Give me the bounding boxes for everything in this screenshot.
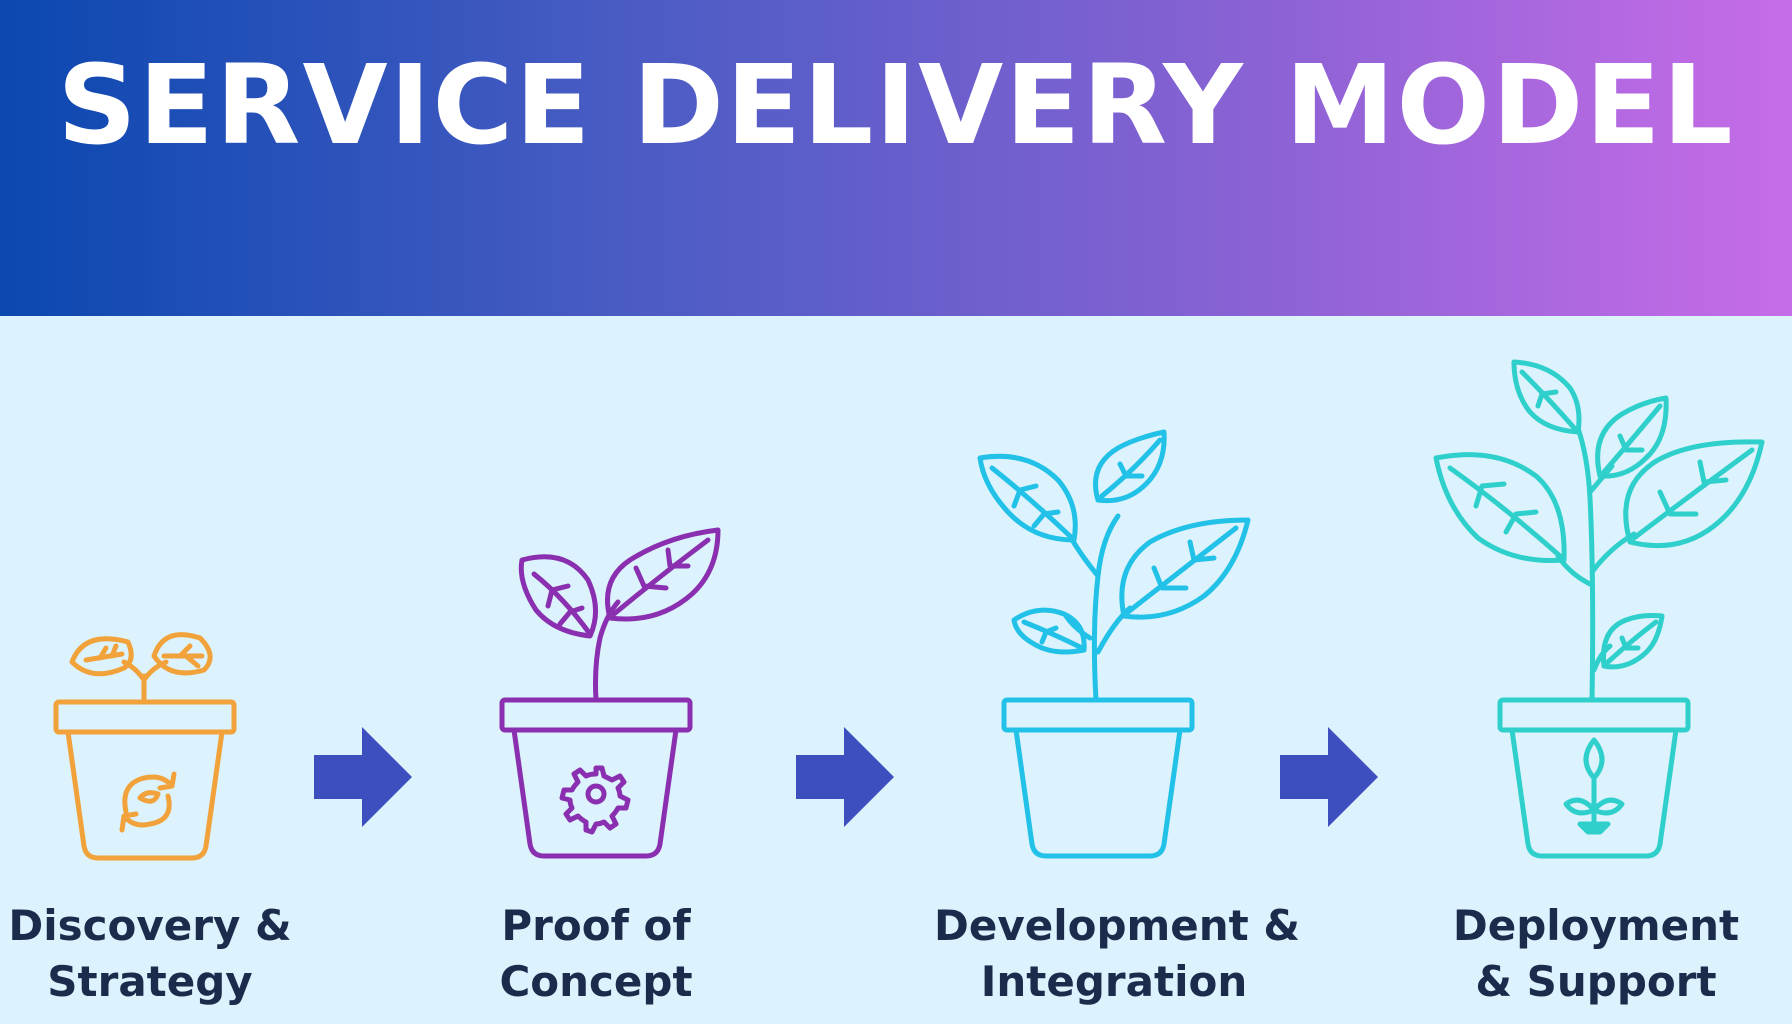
stage-3-young-plant-icon	[977, 429, 1251, 859]
stage-4-mature-plant-icon	[1433, 359, 1765, 859]
stage-2-label-line1: Proof of	[501, 901, 691, 950]
stage-3-label-line1: Development &	[934, 901, 1301, 950]
stage-2-label: Proof of Concept	[416, 898, 776, 1010]
diagram-area	[0, 316, 1792, 1024]
stage-1-label-line1: Discovery &	[8, 901, 292, 950]
arrow-right-icon	[796, 727, 894, 827]
stage-3-label-line2: Integration	[980, 957, 1248, 1006]
stage-1-label: Discovery & Strategy	[0, 898, 330, 1010]
arrow-right-icon	[1280, 727, 1378, 827]
arrow-right-icon	[314, 727, 412, 827]
stage-4-label-line2: & Support	[1475, 957, 1717, 1006]
stage-1-label-line2: Strategy	[47, 957, 253, 1006]
stage-4-label: Deployment & Support	[1416, 898, 1776, 1010]
stage-3-label: Development & Integration	[934, 898, 1301, 1010]
stage-2-sprout-plant-icon	[499, 527, 721, 859]
stage-2-label-line2: Concept	[499, 957, 693, 1006]
page-title: SERVICE DELIVERY MODEL	[57, 41, 1735, 169]
stage-4-label-line1: Deployment	[1452, 901, 1740, 950]
stage-1-seedling-plant-icon	[53, 632, 237, 861]
header-banner: SERVICE DELIVERY MODEL	[0, 0, 1792, 316]
